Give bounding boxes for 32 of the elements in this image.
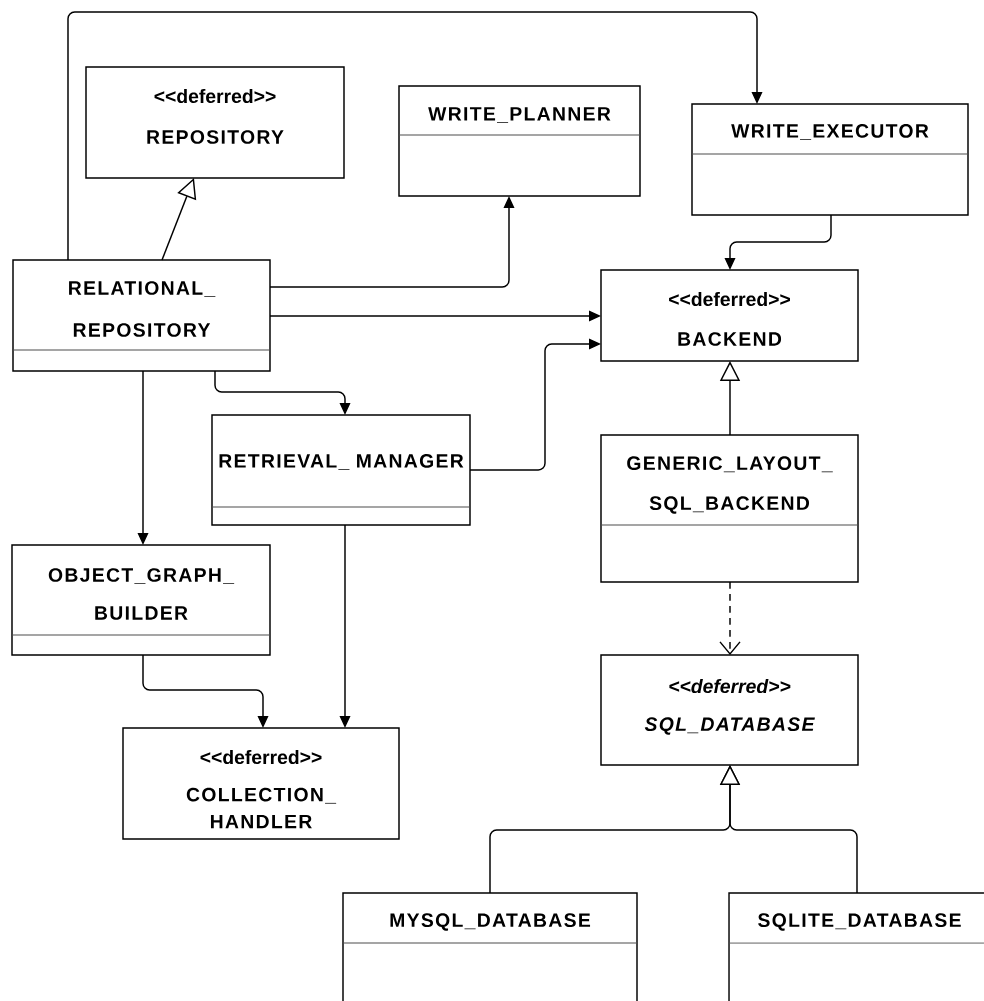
stereotype-label: <<deferred>>: [200, 749, 322, 765]
class-name: BACKEND: [678, 332, 782, 346]
class-name: WRITE_PLANNER: [428, 107, 611, 123]
stereotype-label: <<deferred>>: [154, 88, 276, 104]
class-name: SQL_DATABASE: [644, 717, 815, 735]
class-name: WRITE_EXECUTOR: [731, 124, 929, 140]
class-name: MYSQL_DATABASE: [390, 913, 591, 931]
class-box: [85, 66, 345, 179]
class-box: [600, 434, 859, 583]
class-name: REPOSITORY: [147, 130, 284, 144]
class-box: [691, 103, 969, 216]
class-box: [12, 259, 271, 372]
class-name: GENERIC_LAYOUT_ SQL_BACKEND: [627, 456, 833, 514]
stereotype-label: <<deferred>>: [669, 291, 790, 307]
association-arrow: [67, 11, 763, 261]
class-box: [728, 892, 984, 1001]
class-name: SQLITE_DATABASE: [758, 913, 961, 931]
class-box: [122, 727, 400, 840]
class-name: COLLECTION_ HANDLER: [186, 787, 337, 829]
dependency-arrow: [719, 581, 741, 655]
inheritance-arrow: [719, 765, 858, 894]
class-box: [600, 269, 859, 362]
class-name: OBJECT_GRAPH_ BUILDER: [48, 568, 235, 620]
class-box: [600, 654, 859, 766]
class-box: [11, 544, 271, 656]
class-box: [211, 414, 471, 526]
class-box: [342, 892, 638, 1001]
stereotype-label: <<deferred>>: [669, 678, 791, 694]
inheritance-arrow: [161, 178, 197, 261]
class-box: [398, 85, 641, 197]
class-name: RELATIONAL_ REPOSITORY: [69, 281, 216, 337]
class-name: RETRIEVAL_ MANAGER: [219, 454, 464, 470]
